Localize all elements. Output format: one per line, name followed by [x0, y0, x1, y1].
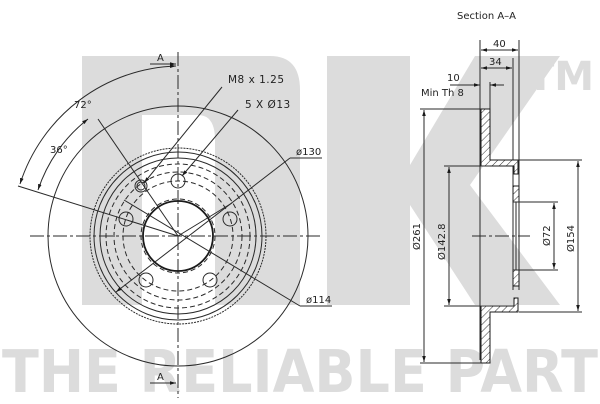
- hub-ring-1: [89, 147, 267, 325]
- hub-ring-2: [93, 151, 263, 321]
- front-view: A A 72° 36° M8 x 1.25 5 X Ø13 ø130 ø114: [17, 52, 332, 398]
- pcd-114-label: ø114: [306, 295, 331, 306]
- center-bore-chamfer: [140, 198, 216, 274]
- bolt-holes: [118, 173, 238, 288]
- hub-ring-dashed-1: [105, 163, 251, 309]
- dim-thickness-label: 10: [447, 73, 460, 84]
- section-label-top: A: [157, 53, 164, 64]
- bolt-hole: [202, 272, 218, 288]
- bolt-hole: [118, 211, 134, 227]
- pcd-130-label: ø130: [296, 147, 321, 158]
- bolt-hole: [222, 211, 238, 227]
- dia72-label: Ø72: [541, 225, 553, 246]
- thread-callout: M8 x 1.25: [228, 74, 285, 86]
- bolt-holes-callout: 5 X Ø13: [245, 99, 291, 111]
- min-thickness-label: Min Th 8: [421, 88, 464, 99]
- dim-34-label: 34: [489, 57, 502, 68]
- center-bore: [142, 200, 214, 272]
- angle-72-label: 72°: [74, 100, 92, 111]
- bolt-hole-leader: [181, 109, 239, 177]
- disc-outer-edge: [47, 105, 309, 367]
- dia154-label: Ø154: [565, 225, 577, 252]
- angle-72-arc: [19, 64, 177, 185]
- hat-flange-lower: [512, 269, 520, 287]
- brand-tagline: THE RELIABLE PART: [2, 337, 598, 400]
- trademark-mark: TM: [527, 54, 594, 100]
- section-title: Section A–A: [457, 11, 516, 22]
- pcd-circle: [113, 171, 243, 301]
- angle-36-arc: [37, 118, 89, 191]
- section-label-bottom: A: [157, 372, 164, 383]
- hub-ring-3: [99, 157, 257, 315]
- hat-flange-upper: [512, 185, 520, 203]
- dia130-leader: [115, 157, 291, 293]
- angle-ref-line-36: [17, 185, 179, 237]
- hub-ring-dashed-2: [122, 180, 234, 292]
- section-view: Section A–A 40 34 10 Min Th 8 Ø261: [411, 11, 582, 364]
- logo-letter-k: [327, 56, 560, 305]
- dia142-label: Ø142.8: [436, 224, 448, 261]
- bolt-hole: [138, 272, 154, 288]
- disc-section-lower: [480, 297, 519, 364]
- dia261-label: Ø261: [411, 223, 423, 250]
- dim-40-label: 40: [493, 39, 506, 50]
- dia114-leader: [123, 199, 301, 307]
- angle-36-label: 36°: [50, 145, 68, 156]
